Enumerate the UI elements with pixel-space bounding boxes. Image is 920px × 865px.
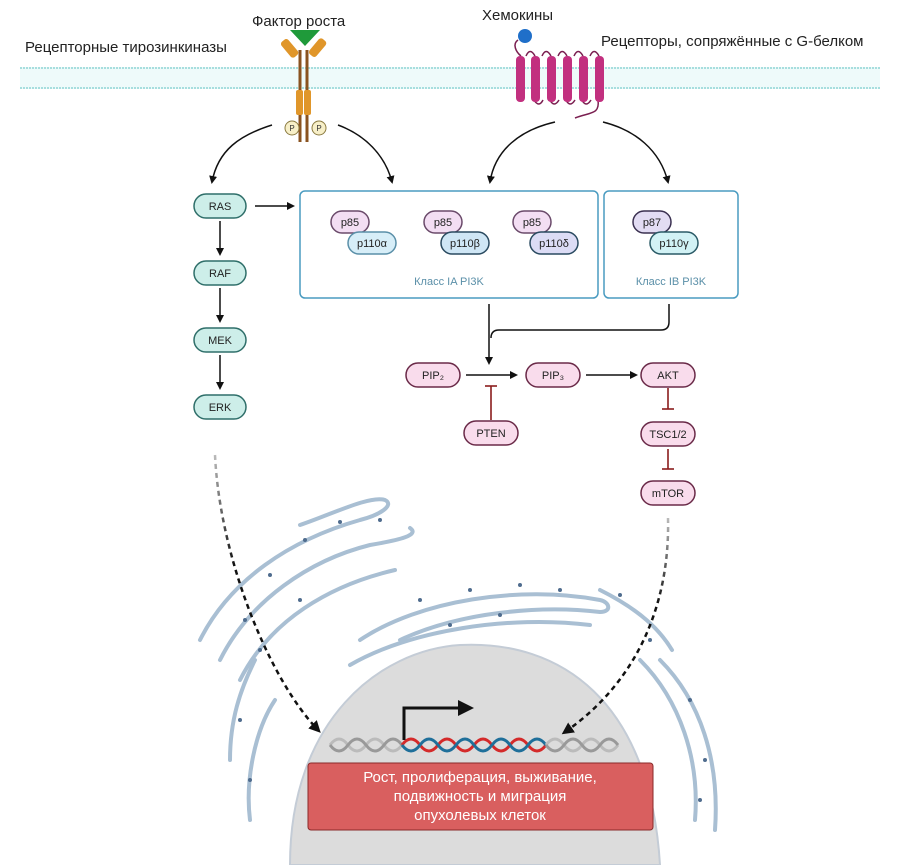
svg-text:P: P [289, 124, 294, 133]
transcription-start-icon [402, 706, 460, 740]
erk-to-nucleus-arrow [213, 454, 321, 733]
nucleus [288, 643, 662, 865]
rtk-receptor-icon: P P [280, 30, 327, 142]
node-mek: MEK [193, 327, 247, 353]
node-mtor: mTOR [640, 480, 696, 506]
class-ib-label: Класс IB PI3K [636, 276, 707, 288]
node-mtor-label: mTOR [652, 488, 684, 500]
p110-subunit: p110δ [529, 231, 579, 255]
p110-gamma-subunit-label: p110γ [659, 238, 689, 250]
endoplasmic-reticulum [198, 497, 718, 832]
pi3k-output-arrows [485, 304, 670, 365]
node-ras-label: RAS [209, 201, 232, 213]
er-ribosomes [238, 518, 707, 802]
p110-subunit-label: p110β [450, 238, 480, 250]
outcome-line-1: Рост, пролиферация, выживание, [363, 769, 597, 786]
node-pten-label: PTEN [476, 428, 505, 440]
node-tsc1-2: TSC1/2 [640, 421, 696, 447]
p85-subunit-label: p85 [341, 217, 359, 229]
p87-subunit-label: p87 [643, 217, 661, 229]
outcome-line-3: опухолевых клеток [414, 807, 546, 824]
gpcr-receptor-icon [514, 29, 600, 119]
inhibition-marks [485, 385, 674, 470]
cell-membrane [20, 67, 880, 89]
node-pip3: PIP₃ [525, 362, 581, 388]
gpcr-label: Рецепторы, сопряжённые с G-белком [601, 33, 863, 50]
chemokines-label: Хемокины [482, 7, 553, 24]
phosphate-icon: P [311, 120, 327, 136]
p110-subunit: p110β [440, 231, 490, 255]
growth-factor-icon [290, 30, 320, 46]
outcome-line-2: подвижность и миграция [394, 788, 567, 805]
node-akt-label: AKT [657, 370, 679, 382]
rtk-label: Рецепторные тирозинкиназы [25, 39, 227, 56]
phosphate-icon: P [284, 120, 300, 136]
p85-subunit-label: p85 [523, 217, 541, 229]
p110-subunit: p110α [347, 231, 397, 255]
class-ia-label: Класс IA PI3K [414, 276, 484, 288]
transcription-arrow-head [458, 700, 474, 716]
node-mek-label: MEK [208, 335, 233, 347]
p85-subunit: p85 [423, 210, 463, 234]
outcome-box [307, 762, 654, 831]
node-pip3-label: PIP₃ [542, 370, 564, 382]
node-raf: RAF [193, 260, 247, 286]
p87-subunit: p87 [632, 210, 672, 234]
node-akt: AKT [640, 362, 696, 388]
node-pip2-label: PIP₂ [422, 370, 444, 382]
pi3k-akt-pathway: PIP₂ PIP₃ PTEN AKT TSC1/2 mTOR [405, 362, 696, 506]
node-pten: PTEN [463, 420, 519, 446]
svg-text:P: P [316, 124, 321, 133]
p110-subunit-label: p110δ [539, 238, 569, 250]
mapk-pathway: RAS RAF MEK ERK [193, 193, 247, 420]
node-tsc1-2-label: TSC1/2 [649, 429, 686, 441]
chemokine-icon [518, 29, 532, 43]
dna-icon [328, 737, 620, 753]
growth-factor-label: Фактор роста [252, 13, 346, 30]
p85-subunit: p85 [512, 210, 552, 234]
p85-subunit: p85 [330, 210, 370, 234]
node-pip2: PIP₂ [405, 362, 461, 388]
receptor-arrows [209, 121, 671, 184]
p85-subunit-label: p85 [434, 217, 452, 229]
p110-gamma-subunit: p110γ [649, 231, 699, 255]
pi3k-complexes: p85 p110α p85 p110β p85 p110δ p87 p110γ [330, 210, 699, 255]
node-ras: RAS [193, 193, 247, 219]
gpcr-helices [516, 56, 604, 102]
node-raf-label: RAF [209, 268, 231, 280]
node-erk-label: ERK [209, 402, 232, 414]
node-erk: ERK [193, 394, 247, 420]
p110-subunit-label: p110α [357, 238, 388, 250]
mtor-to-nucleus-arrow [561, 517, 670, 735]
